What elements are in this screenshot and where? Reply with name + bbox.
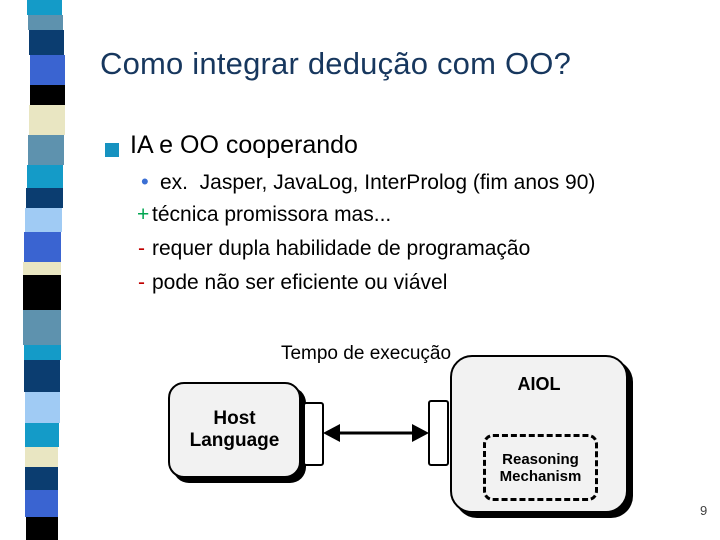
ribbon-segment: [26, 188, 63, 208]
ribbon-segment: [27, 0, 62, 15]
minus-marker-icon: -: [138, 271, 145, 294]
page-number: 9: [700, 503, 708, 518]
square-bullet-icon: [105, 143, 119, 157]
ribbon-segment: [25, 392, 60, 423]
slide-title: Como integrar dedução com OO?: [100, 46, 572, 81]
ribbon-segment: [25, 423, 59, 447]
host-language-box: Host Language: [168, 382, 301, 478]
ribbon-segment: [27, 165, 63, 188]
arrow-label: Tempo de execução: [280, 343, 452, 364]
ribbon-segment: [26, 517, 58, 540]
ribbon-segment: [29, 105, 65, 135]
aiol-box-label: AIOL: [517, 374, 561, 394]
ribbon-segment: [23, 310, 61, 345]
sub-bullet-text: pode não ser eficiente ou viável: [152, 271, 448, 294]
host-box-label-line2: Language: [189, 430, 280, 451]
sub-bullet-con-1: -requer dupla habilidade de programação: [138, 237, 530, 261]
reasoning-mechanism-box: Reasoning Mechanism: [483, 434, 598, 501]
reasoning-box-label-line2: Mechanism: [499, 467, 582, 485]
ribbon-segment: [25, 467, 58, 490]
ribbon-segment: [30, 55, 65, 85]
ribbon-segment: [24, 345, 61, 360]
ribbon-segment: [23, 275, 61, 310]
sub-bullet-text: técnica promissora mas...: [152, 203, 392, 226]
ribbon-segment: [28, 15, 63, 30]
ribbon-segment: [25, 447, 58, 467]
minus-marker-icon: -: [138, 237, 145, 260]
aiol-port-connector: [428, 400, 449, 466]
sub-bullet-example: • ex. Jasper, JavaLog, InterProlog (fim a…: [141, 169, 595, 195]
reasoning-box-label-line1: Reasoning: [502, 450, 579, 468]
ribbon-segment: [30, 85, 65, 105]
main-bullet: IA e OO cooperando: [130, 131, 358, 159]
ribbon-segment: [24, 360, 60, 392]
sub-bullet-con-2: -pode não ser eficiente ou viável: [138, 271, 447, 295]
dot-bullet-icon: •: [141, 169, 149, 194]
ribbon-segment: [28, 135, 64, 165]
host-port-connector: [303, 402, 324, 466]
ribbon-segment: [25, 208, 62, 232]
ribbon-segment: [24, 232, 61, 262]
sub-bullet-text: requer dupla habilidade de programação: [152, 237, 531, 260]
decorative-ribbon: [0, 0, 70, 540]
ribbon-segment: [29, 30, 64, 55]
double-arrow-icon: [323, 424, 429, 442]
plus-marker-icon: +: [137, 203, 150, 226]
aiol-box: AIOL Reasoning Mechanism: [450, 355, 628, 513]
sub-bullet-pro: +técnica promissora mas...: [137, 203, 391, 227]
ribbon-segment: [25, 490, 58, 517]
sub-bullet-text: ex. Jasper, JavaLog, InterProlog (fim an…: [160, 171, 596, 194]
host-box-label-line1: Host: [213, 408, 256, 429]
ribbon-segment: [23, 262, 61, 275]
